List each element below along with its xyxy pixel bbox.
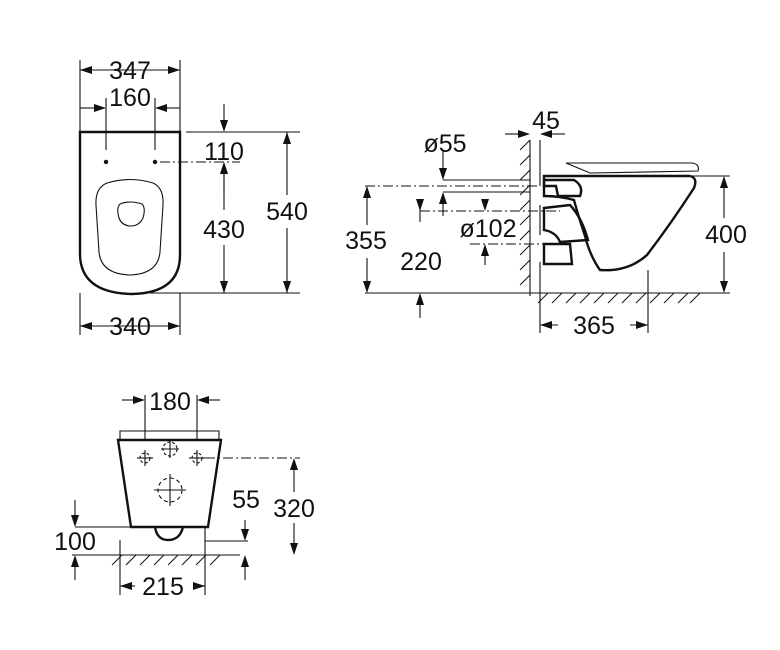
dim-220: 220 xyxy=(400,248,442,276)
dim-320: 320 xyxy=(273,495,315,523)
dim-180: 180 xyxy=(149,388,191,416)
dim-355: 355 xyxy=(345,227,387,255)
right-fixing-hole xyxy=(152,159,158,165)
dim-o55: ø55 xyxy=(423,130,466,158)
side-view: 45 ø55 ø102 355 220 400 xyxy=(345,107,747,340)
rear-outlet xyxy=(153,526,185,542)
dim-o102: ø102 xyxy=(460,215,517,243)
dim-55: 55 xyxy=(232,486,260,514)
bowl-trap xyxy=(542,203,590,244)
outlet-pipe xyxy=(542,242,574,266)
dim-100: 100 xyxy=(54,528,96,556)
dim-215: 215 xyxy=(142,573,184,601)
dim-365: 365 xyxy=(573,312,615,340)
bowl-outline xyxy=(78,130,182,296)
inlet-connector xyxy=(542,178,583,198)
rear-view: 180 55 320 100 215 xyxy=(54,388,315,601)
dim-45: 45 xyxy=(532,107,560,135)
dim-400: 400 xyxy=(705,221,747,249)
rear-floor-hatch xyxy=(111,554,221,566)
left-fixing-hole xyxy=(103,159,109,165)
bowl-body xyxy=(542,174,697,272)
wall-hatch xyxy=(519,139,531,286)
bowl-inner xyxy=(95,178,164,276)
fixing-marks xyxy=(137,440,205,506)
dim-540: 540 xyxy=(266,198,308,226)
dim-347: 347 xyxy=(109,57,151,85)
rear-body xyxy=(116,438,223,529)
dim-160: 160 xyxy=(109,84,151,112)
front-view: 347 160 110 430 540 340 xyxy=(78,57,308,341)
dim-340: 340 xyxy=(109,313,151,341)
seat-lid xyxy=(565,162,699,174)
waste-opening xyxy=(117,201,145,227)
rear-top-plate xyxy=(119,430,220,441)
floor-hatch xyxy=(537,292,701,304)
dim-110: 110 xyxy=(204,138,244,166)
dim-430: 430 xyxy=(203,216,245,244)
